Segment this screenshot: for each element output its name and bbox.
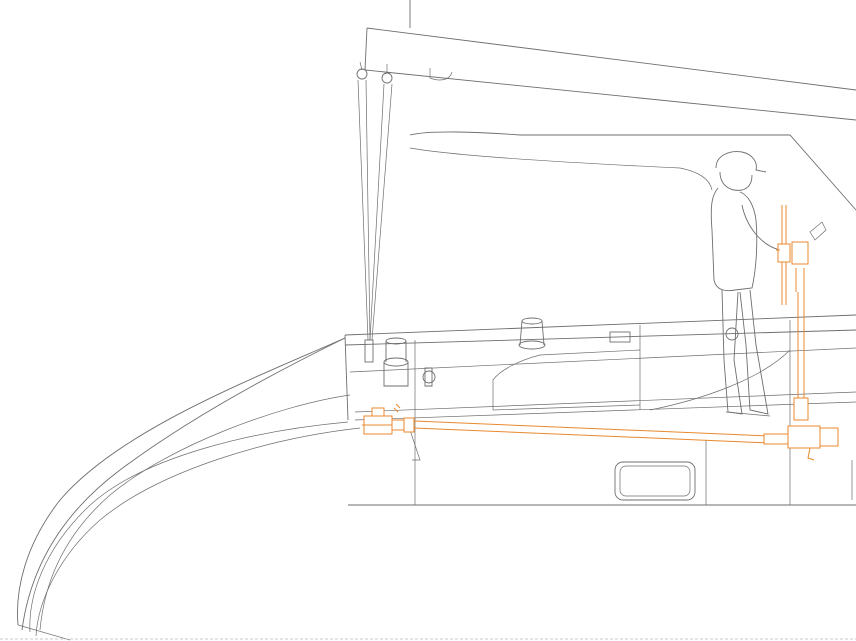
winch-icon [383,317,631,387]
hydraulic-line-icon [362,403,789,445]
crew-figure-icon [710,151,781,417]
roof-overhang-icon [364,0,856,211]
hull-outline-icon [17,314,856,641]
steering-pedestal-icon [776,205,839,461]
porthole-icon [614,461,696,501]
boom-pulley-icon [356,61,393,363]
